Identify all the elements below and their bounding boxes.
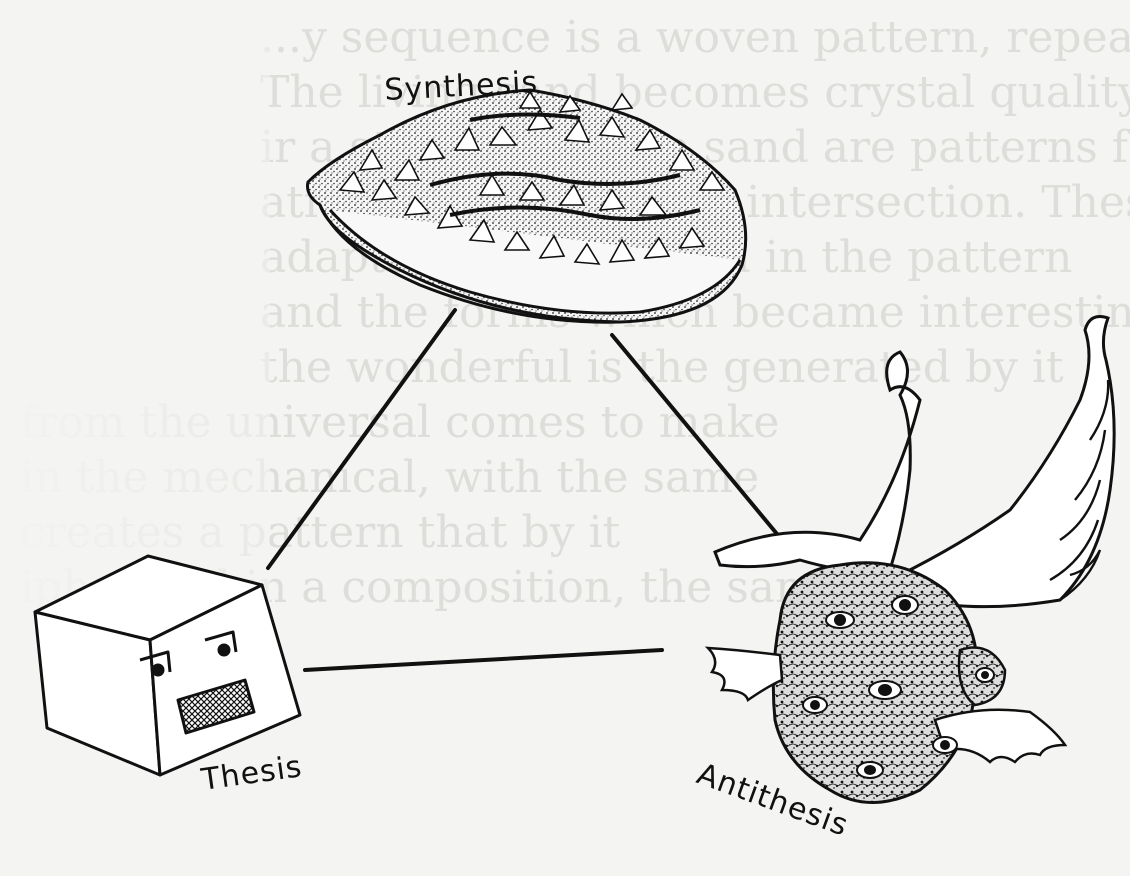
wing-small-left bbox=[708, 648, 782, 700]
line-synthesis-antithesis bbox=[612, 335, 782, 540]
connector-lines bbox=[268, 310, 782, 670]
wing-right bbox=[900, 317, 1114, 607]
synthesis-shell: Synthesis bbox=[308, 65, 746, 322]
line-synthesis-thesis bbox=[268, 310, 455, 568]
thesis-label: Thesis bbox=[198, 749, 304, 798]
eye-right bbox=[219, 645, 229, 655]
box-left bbox=[35, 612, 160, 775]
thesis-computer: Thesis bbox=[35, 556, 305, 798]
line-thesis-antithesis bbox=[305, 650, 662, 670]
eye-left bbox=[153, 665, 163, 675]
antithesis-creature: Antithesis bbox=[692, 317, 1114, 844]
wing-left bbox=[715, 352, 920, 571]
